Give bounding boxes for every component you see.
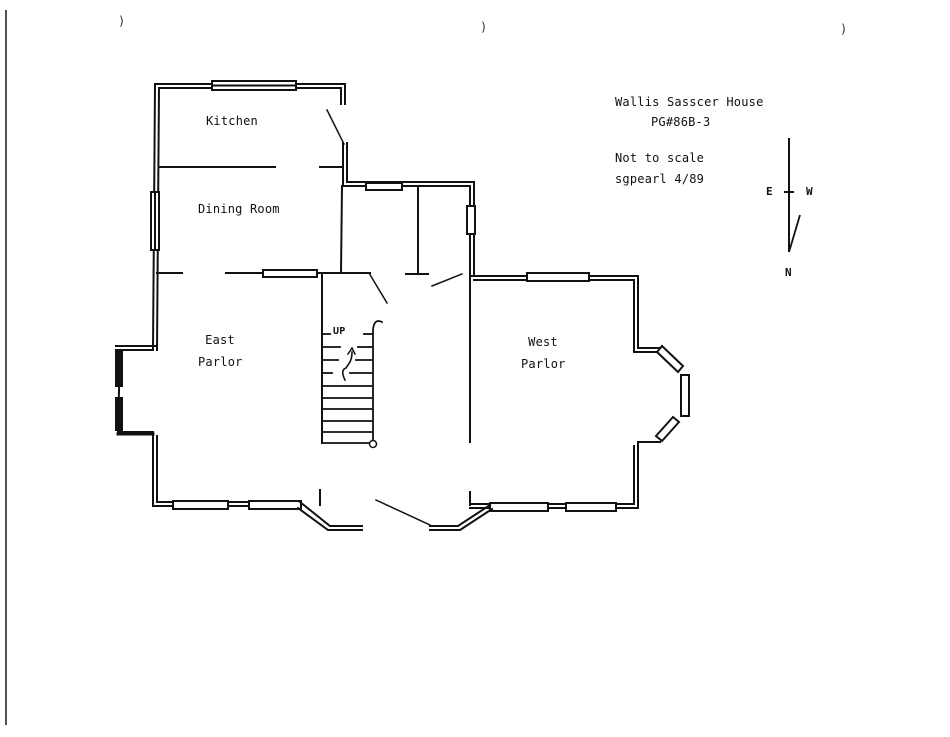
west-bay-window-2 — [680, 374, 690, 417]
east-bay-wall — [116, 349, 154, 507]
west-angled-wall — [429, 503, 492, 527]
kitchen-door-swing — [325, 108, 346, 146]
stair-treads — [321, 333, 373, 444]
stair-up-label: UP — [333, 326, 346, 337]
front-door-swing — [375, 499, 431, 526]
west-bay-window-3 — [654, 415, 681, 443]
site-id: PG#86B-3 — [651, 115, 711, 129]
compass-east-label: E — [766, 185, 773, 198]
east-parlor-window-2 — [248, 500, 302, 510]
room-label-text: Kitchen — [206, 114, 258, 128]
rear-hall-window — [365, 182, 403, 191]
newel-post — [368, 439, 378, 449]
scan-mark: ) — [840, 22, 848, 36]
author-date: sgpearl 4/89 — [615, 172, 705, 186]
compass-west-label: W — [806, 185, 813, 198]
west-bay-window-1 — [655, 344, 685, 374]
west-parlor-window-2 — [565, 502, 617, 512]
rear-side-window — [466, 205, 476, 235]
west-parlor-north-window — [526, 272, 590, 282]
room-label-east-parlor: East Parlor — [198, 329, 242, 373]
scan-mark: ) — [480, 20, 488, 34]
scan-mark: ) — [118, 14, 126, 28]
partition-window — [262, 269, 318, 278]
room-label-text: East — [205, 333, 235, 347]
room-label-west-parlor: West Parlor — [521, 331, 565, 375]
east-bay-window-2 — [115, 397, 123, 431]
scale-note: Not to scale — [615, 151, 705, 165]
west-parlor-window-1 — [489, 502, 549, 512]
room-label-dining-room: Dining Room — [198, 202, 280, 216]
room-label-text: West — [528, 335, 558, 349]
stair-handrail — [372, 320, 384, 441]
dining-east-wall — [339, 184, 344, 274]
west-parlor-door-swing — [431, 273, 463, 287]
scan-edge-line — [5, 10, 7, 725]
compass-north-label: N — [785, 266, 792, 279]
room-label-text: Parlor — [198, 355, 243, 369]
east-parlor-window-1 — [172, 500, 229, 510]
west-parlor-south-wall — [469, 441, 661, 509]
room-label-text: Parlor — [521, 357, 566, 371]
room-label-kitchen: Kitchen — [206, 114, 258, 128]
up-arrow — [341, 351, 353, 382]
house-name: Wallis Sasscer House — [615, 95, 764, 109]
east-angled-wall — [298, 500, 363, 527]
room-label-text: Dining Room — [198, 202, 280, 216]
hall-door-swing — [367, 271, 389, 305]
